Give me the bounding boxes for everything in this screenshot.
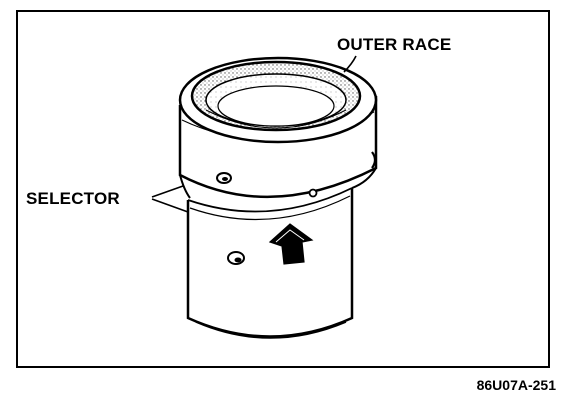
- selector-label: SELECTOR: [26, 189, 120, 208]
- arrow-mark: [268, 223, 314, 265]
- selector-holes: [216, 151, 377, 265]
- outer-race-label: OUTER RACE: [337, 35, 452, 54]
- outer-race: [190, 60, 362, 132]
- figure-code: 86U07A-251: [476, 377, 556, 393]
- leader-lines: [151, 55, 357, 213]
- figure-frame: [16, 10, 550, 368]
- selector-sleeve: [186, 187, 354, 339]
